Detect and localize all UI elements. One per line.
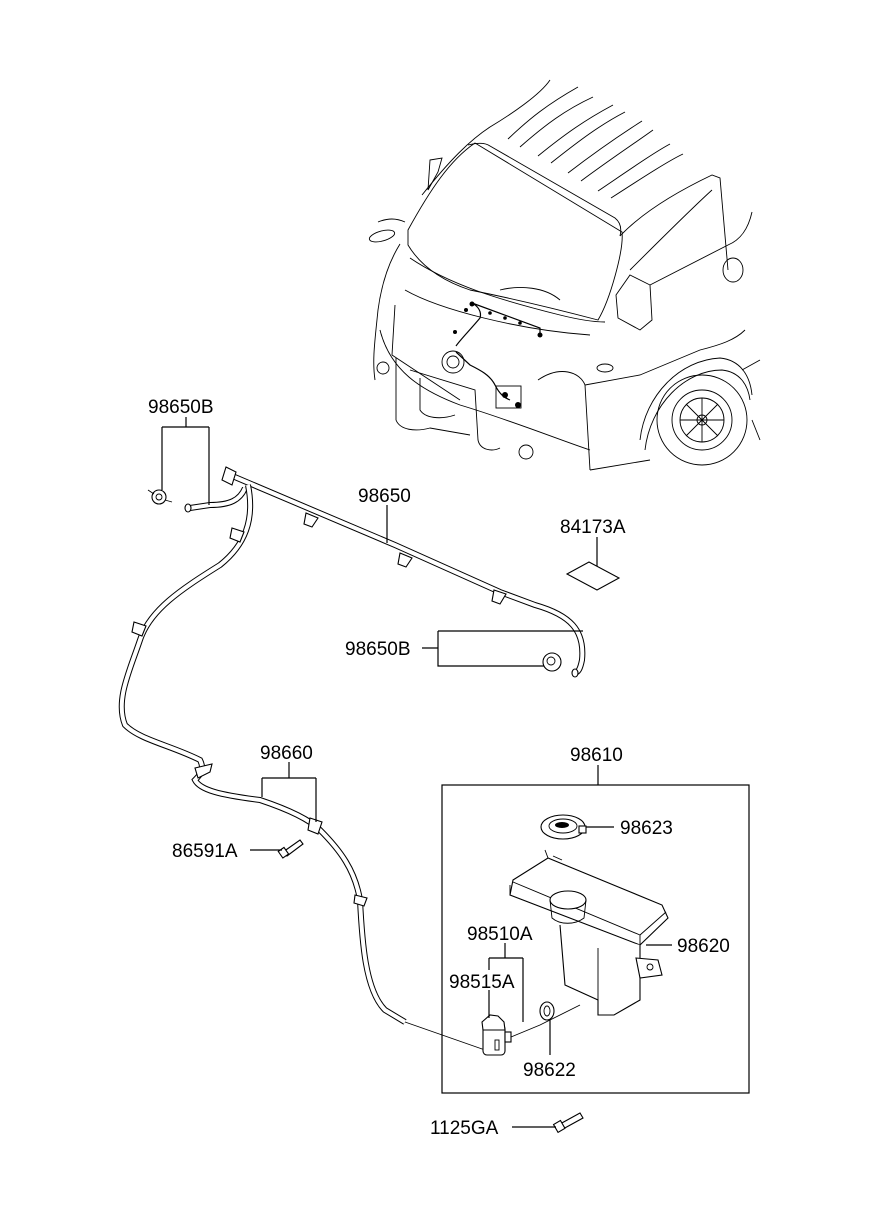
hose-clip	[131, 621, 147, 637]
hose-clip	[221, 466, 237, 486]
callout-98650B-top: 98650B	[148, 397, 214, 418]
pump-wire	[404, 1021, 486, 1051]
leader-lines	[161, 417, 672, 1128]
callout-98620: 98620	[677, 936, 730, 957]
hose-clip	[397, 552, 413, 568]
hose-clip	[491, 589, 507, 605]
grommet	[539, 1001, 555, 1021]
washer-pump	[481, 1004, 581, 1056]
washer-reservoir-tank	[509, 849, 669, 1016]
hose-clip	[303, 512, 319, 528]
hose-connector	[194, 763, 213, 779]
hose-clip	[307, 817, 323, 835]
washer-nozzle-right	[542, 652, 562, 672]
callout-98622: 98622	[523, 1060, 576, 1081]
callout-98650: 98650	[358, 486, 411, 507]
callout-86591A: 86591A	[172, 841, 238, 862]
hose-98650	[184, 466, 586, 678]
callout-98650B-right: 98650B	[345, 639, 411, 660]
hose-clip	[229, 527, 245, 543]
bolt-1125GA	[552, 1112, 584, 1134]
hose-clip	[353, 894, 368, 907]
callout-98610: 98610	[570, 745, 623, 766]
vehicle-illustration	[368, 79, 761, 471]
callout-98660: 98660	[260, 743, 313, 764]
callout-98515A: 98515A	[449, 972, 515, 993]
bolt-86591A	[277, 839, 304, 859]
hose-98660	[118, 484, 486, 1051]
callout-98623: 98623	[620, 818, 673, 839]
washer-nozzle-left	[147, 489, 173, 505]
callout-1125GA: 1125GA	[430, 1118, 499, 1139]
callout-98510A: 98510A	[467, 924, 533, 945]
reservoir-assembly-box	[441, 784, 750, 1094]
reservoir-cap	[540, 814, 587, 840]
callout-84173A: 84173A	[560, 517, 626, 538]
pad-84173A	[565, 561, 621, 591]
